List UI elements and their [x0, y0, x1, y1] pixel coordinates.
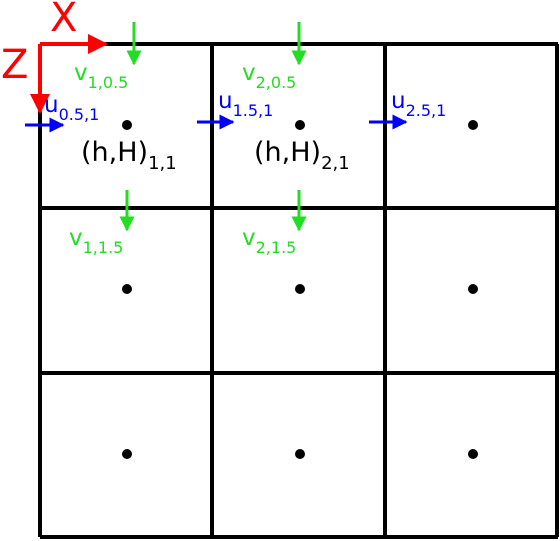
v-label-0: v1,0.5: [74, 60, 128, 92]
v-label-1-sub: 2,0.5: [256, 73, 297, 92]
cell-center-3-2: [468, 284, 478, 294]
axes: X Z: [1, 0, 108, 114]
cell-label-1: (h,H)2,1: [254, 137, 350, 174]
z-axis-label: Z: [1, 42, 28, 88]
v-label-1-base: v: [242, 60, 256, 86]
x-axis-label: X: [50, 0, 77, 41]
cell-center-1-3: [122, 449, 132, 459]
v-label-2-sub: 1,1.5: [83, 238, 124, 257]
v-label-0-sub: 1,0.5: [88, 73, 129, 92]
v-label-3: v2,1.5: [242, 225, 296, 257]
cell-centers: [122, 120, 478, 459]
u-label-1: u1.5,1: [218, 88, 273, 120]
v-label-0-base: v: [74, 60, 88, 86]
v-label-1: v2,0.5: [242, 60, 296, 92]
cell-label-1-base: (h,H): [254, 137, 321, 168]
u-label-2-base: u: [391, 88, 406, 114]
v-label-3-sub: 2,1.5: [256, 238, 297, 257]
cell-label-1-sub: 2,1: [321, 153, 350, 174]
cell-label-0-base: (h,H): [81, 137, 148, 168]
u-label-0-sub: 0.5,1: [59, 105, 100, 124]
v-velocity-labels: v1,0.5 v2,0.5 v1,1.5 v2,1.5: [69, 60, 296, 257]
cell-value-labels: (h,H)1,1 (h,H)2,1: [81, 137, 350, 174]
cell-center-2-2: [295, 284, 305, 294]
cell-center-1-2: [122, 284, 132, 294]
v-label-3-base: v: [242, 225, 256, 251]
cell-label-0-sub: 1,1: [148, 153, 177, 174]
cell-center-2-1: [295, 120, 305, 130]
cell-label-0: (h,H)1,1: [81, 137, 177, 174]
u-velocity-arrows: [25, 114, 408, 133]
u-label-2-sub: 2.5,1: [406, 101, 447, 120]
u-velocity-labels: u0.5,1 u1.5,1 u2.5,1: [44, 88, 446, 124]
v-label-2-base: v: [69, 225, 83, 251]
v-velocity-arrows: [119, 22, 307, 232]
u-label-1-base: u: [218, 88, 233, 114]
cell-center-3-3: [468, 449, 478, 459]
u-label-1-sub: 1.5,1: [233, 101, 274, 120]
cell-center-1-1: [122, 120, 132, 130]
cell-center-3-1: [468, 120, 478, 130]
v-label-2: v1,1.5: [69, 225, 123, 257]
u-label-2: u2.5,1: [391, 88, 446, 120]
u-label-0-base: u: [44, 92, 59, 118]
u-label-0: u0.5,1: [44, 92, 99, 124]
cell-center-2-3: [295, 449, 305, 459]
